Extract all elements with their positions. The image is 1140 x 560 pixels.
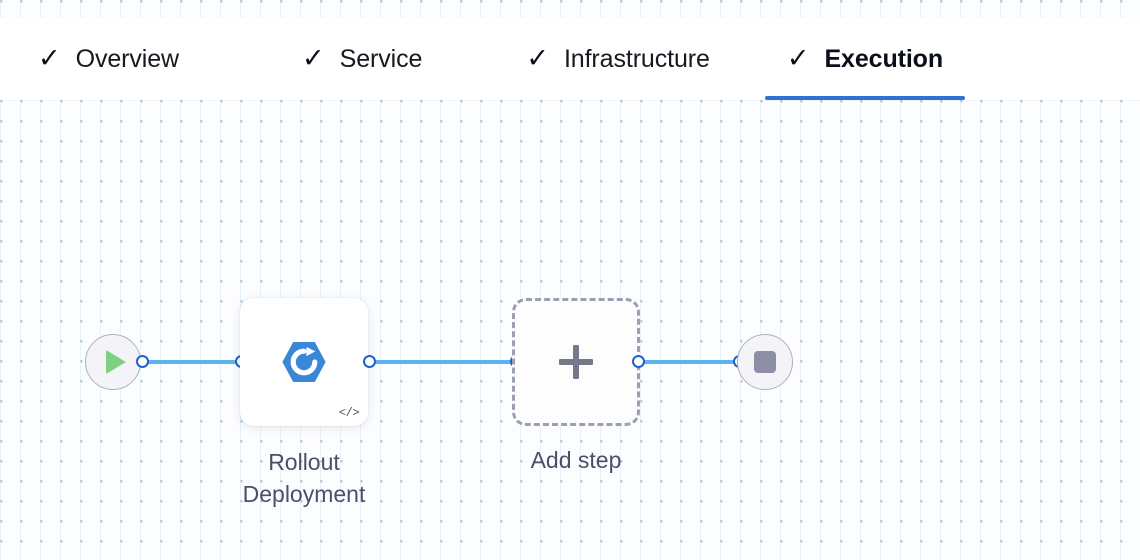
stage-tab-bar: ✓ Overview ✓ Service ✓ Infrastructure ✓ … (0, 18, 1140, 100)
step-label-rollout-deployment: Rollout Deployment (242, 449, 366, 507)
connector-addstep-to-end (640, 360, 740, 364)
port-addstep-out[interactable] (632, 355, 645, 368)
end-node[interactable] (737, 334, 793, 390)
tab-overview-label: Overview (75, 44, 180, 73)
rollout-deployment-icon (282, 342, 326, 382)
execution-graph: </> Rollout Deployment Add step (0, 100, 1140, 560)
tab-infrastructure[interactable]: ✓ Infrastructure (526, 18, 710, 100)
connector-start-to-rollout (142, 360, 242, 364)
port-rollout-out[interactable] (363, 355, 376, 368)
tab-execution-label: Execution (824, 44, 944, 73)
plus-icon (559, 345, 593, 379)
step-label-add-step: Add step (530, 447, 622, 473)
check-icon: ✓ (302, 42, 325, 73)
add-step-node[interactable] (512, 298, 640, 426)
tab-infrastructure-label: Infrastructure (563, 44, 710, 73)
tab-service[interactable]: ✓ Service (302, 18, 422, 100)
check-icon: ✓ (38, 42, 61, 73)
code-icon[interactable]: </> (338, 406, 360, 420)
play-icon (106, 350, 126, 374)
check-icon: ✓ (526, 42, 549, 73)
tab-overview[interactable]: ✓ Overview (38, 18, 179, 100)
tab-execution[interactable]: ✓ Execution (764, 18, 966, 100)
check-icon: ✓ (786, 42, 810, 73)
stop-icon (754, 351, 776, 373)
active-tab-indicator (764, 96, 966, 100)
start-node[interactable] (85, 334, 141, 390)
tab-service-label: Service (339, 44, 423, 73)
step-node-rollout-deployment[interactable]: </> (240, 298, 368, 426)
canvas-background-top (0, 0, 1140, 18)
port-start-out[interactable] (136, 355, 149, 368)
connector-rollout-to-addstep (370, 360, 516, 364)
